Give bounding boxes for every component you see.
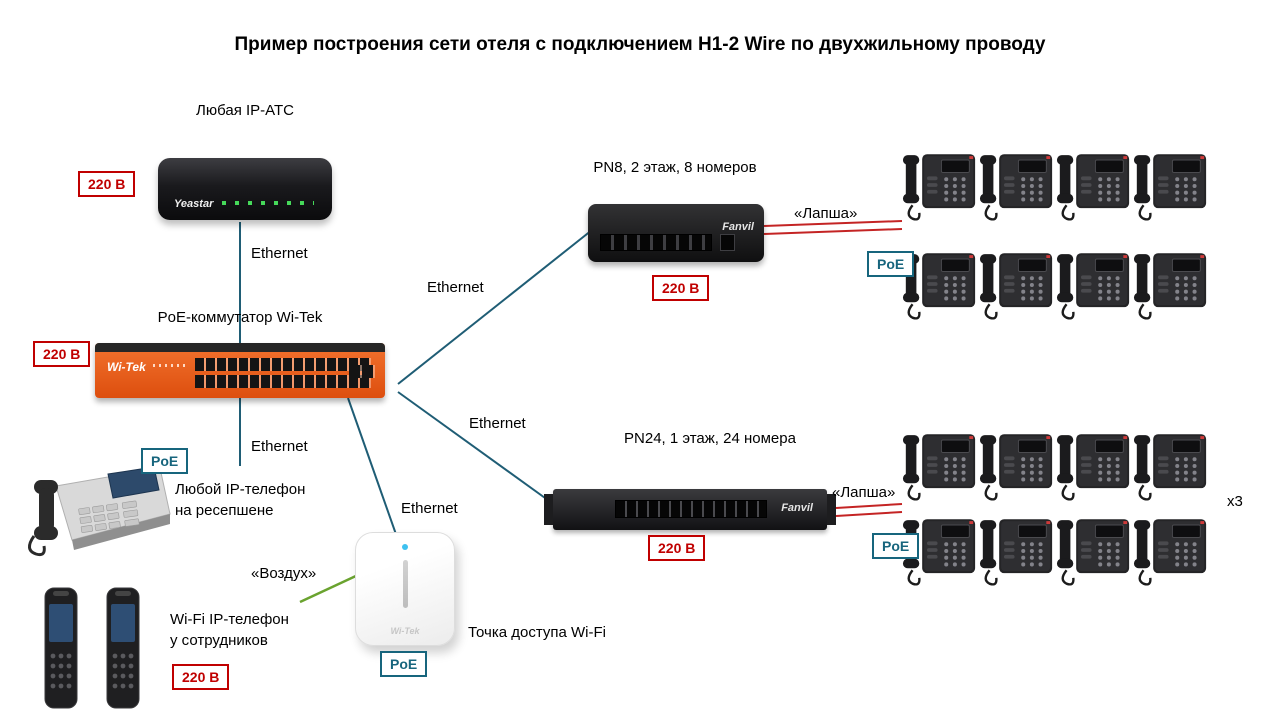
ip-phone: [1132, 428, 1209, 502]
pn8-label: PN8, 2 этаж, 8 номеров: [593, 159, 757, 176]
pn24-brand-logo: Fanvil: [781, 502, 813, 514]
pn24-phone-group: [901, 428, 1209, 587]
noodle-link-pn24-a: [835, 503, 903, 509]
diagram-title: Пример построения сети отеля с подключен…: [234, 34, 1046, 55]
wifi-phones-label: Wi-Fi IP-телефон у сотрудников: [170, 611, 289, 649]
pn8-device: Fanvil: [588, 204, 764, 262]
pn24-label: PN24, 1 этаж, 24 номера: [624, 430, 796, 447]
wifi-ap-device: Wi-Tek: [355, 532, 455, 646]
ip-phone: [1055, 428, 1132, 502]
pbx-device: Yeastar: [158, 158, 332, 220]
noodle-link-pn8-b: [763, 228, 903, 235]
pbx-brand-logo: Yeastar: [174, 198, 214, 210]
ap-status-led: [402, 544, 408, 550]
poe-badge-pn8: PoE: [867, 251, 915, 277]
ip-phone: [978, 428, 1055, 502]
noodle-label-pn8: «Лапша»: [794, 205, 858, 222]
pn24-ports: [615, 500, 767, 518]
ip-phone: [1132, 513, 1209, 587]
ap-slot: [403, 560, 408, 608]
poe-badge-pn24: PoE: [872, 533, 920, 559]
power-badge-pn8: 220 В: [652, 275, 710, 301]
power-badge-pn24: 220 В: [648, 535, 706, 561]
ip-phone: [978, 513, 1055, 587]
pbx-label: Любая IP-АТС: [196, 102, 294, 119]
noodle-label-pn24: «Лапша»: [832, 484, 896, 501]
air-label: «Воздух»: [251, 565, 317, 582]
core-switch-leds: [153, 364, 187, 367]
air-link: [299, 573, 359, 604]
rack-ear: [827, 494, 836, 525]
pn8-uplink-port: [720, 234, 735, 251]
reception-phone-label: Любой IP-телефон на ресепшене: [175, 481, 306, 519]
ip-phone: [1055, 247, 1132, 321]
pn8-phone-group: [901, 148, 1209, 321]
ip-phone: [1132, 247, 1209, 321]
ip-phone: [978, 247, 1055, 321]
core-switch-ports: [195, 358, 371, 388]
pbx-status-leds: [222, 201, 314, 205]
pn8-ports: [600, 234, 712, 251]
ap-brand-logo: Wi-Tek: [390, 626, 420, 636]
ip-phone: [901, 148, 978, 222]
power-badge-wifi-phones: 220 В: [172, 664, 230, 690]
core-switch-sfp-ports: [349, 365, 375, 378]
ip-phone: [1055, 148, 1132, 222]
pn8-brand-logo: Fanvil: [722, 221, 754, 233]
power-badge-pbx: 220 В: [78, 171, 136, 197]
ethernet-label-core-reception: Ethernet: [251, 438, 308, 455]
port-row: [195, 375, 371, 388]
ethernet-label-core-ap: Ethernet: [401, 500, 458, 517]
pbx-device-body: Yeastar: [158, 158, 332, 220]
pn24-device: Fanvil: [544, 489, 836, 530]
wifi-handset-image: [92, 582, 154, 712]
ip-phone: [1132, 148, 1209, 222]
core-switch-label: PoE-коммутатор Wi-Tek: [157, 309, 323, 326]
core-switch-device: Wi-Tek: [95, 343, 385, 398]
ethernet-label-core-pn24: Ethernet: [469, 415, 526, 432]
ethernet-link-core-pn24: [397, 391, 553, 504]
rack-ear: [544, 494, 553, 525]
multiplier-label: x3: [1227, 493, 1243, 510]
poe-badge-ap: PoE: [380, 651, 428, 677]
ip-phone: [1055, 513, 1132, 587]
ip-phone: [901, 428, 978, 502]
ethernet-link-core-pn8: [397, 229, 593, 385]
port-row: [195, 358, 371, 371]
wifi-ap-label: Точка доступа Wi-Fi: [468, 624, 606, 641]
wifi-handsets-group: [30, 582, 160, 712]
ip-phone: [978, 148, 1055, 222]
ethernet-label-core-pn8: Ethernet: [427, 279, 484, 296]
core-switch-brand-logo: Wi-Tek: [107, 360, 146, 374]
wifi-handset-image: [30, 582, 92, 712]
noodle-link-pn8-a: [763, 220, 903, 227]
ethernet-link-core-ap: [347, 397, 399, 541]
poe-badge-reception: PoE: [141, 448, 189, 474]
ethernet-label-pbx-core: Ethernet: [251, 245, 308, 262]
power-badge-core-switch: 220 В: [33, 341, 91, 367]
reception-phone-image: [28, 466, 171, 557]
noodle-link-pn24-b: [835, 511, 903, 517]
